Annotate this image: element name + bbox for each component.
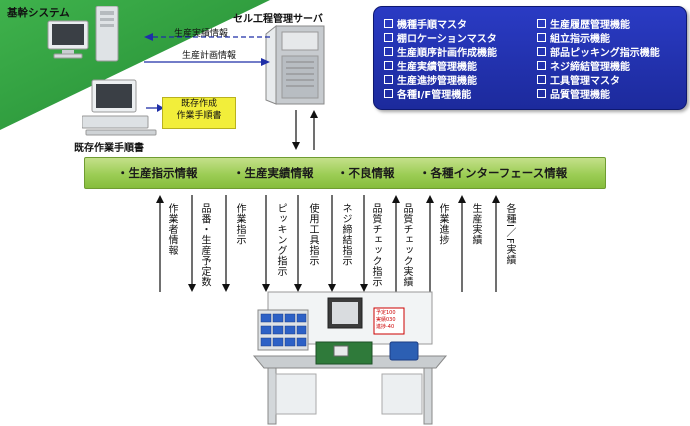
checkbox-icon (384, 19, 393, 28)
arrow-up-icon (426, 195, 434, 203)
core-system-label: 基幹システム (7, 7, 70, 19)
cell-server-label: セル工程管理サーバ (233, 14, 323, 25)
arrow-down-icon (294, 284, 302, 292)
checkbox-icon (537, 61, 546, 70)
function-item: 部品ピッキング指示機能 (537, 44, 660, 59)
checkbox-icon (537, 89, 546, 98)
legacy-manual-line1: 既存作成 (180, 99, 217, 109)
vertical-label: ネジ締結指示 (340, 203, 351, 266)
function-item: 組立指示機能 (537, 30, 610, 45)
checkbox-icon (384, 89, 393, 98)
server-icon (265, 24, 325, 105)
arrow-up-icon (458, 195, 466, 203)
function-item: 各種I/F管理機能 (384, 86, 471, 101)
checkbox-icon (384, 61, 393, 70)
server-core-arrows (144, 33, 270, 66)
info-bar-item: ・生産指示情報 (117, 166, 198, 180)
function-item: 生産実績管理機能 (384, 58, 477, 73)
function-list-box: 機種手順マスタ 棚ロケーションマスタ 生産順序計画作成機能 生産実績管理機能 生… (373, 6, 687, 110)
vertical-label: 生産実績 (470, 203, 481, 245)
actual-results-flow-label: 生産実績情報 (174, 29, 229, 39)
progress-display-line: 実績030 (376, 317, 396, 323)
function-item: 生産進捗管理機能 (384, 72, 477, 87)
vertical-label: ピッキング指示 (275, 203, 286, 277)
workstation-illustration (252, 291, 448, 425)
arrow-up-icon (156, 195, 164, 203)
info-bar-item: ・不良情報 (337, 166, 395, 180)
vertical-label: 作業者情報 (166, 203, 177, 256)
info-bar-item: ・各種インターフェース情報 (419, 166, 568, 180)
info-bar-item: ・生産実績情報 (233, 166, 314, 180)
checkbox-icon (537, 19, 546, 28)
arrow-up-icon (492, 195, 500, 203)
server-bar-arrows (292, 110, 318, 150)
vertical-label: 使用工具指示 (307, 203, 318, 266)
progress-display-line: 予定100 (376, 310, 396, 316)
core-system-computer-icon (47, 6, 119, 62)
checkbox-icon (537, 47, 546, 56)
vertical-label: 品質チェック指示 (370, 203, 381, 287)
checkbox-icon (537, 33, 546, 42)
vertical-label: 作業進捗 (437, 203, 448, 245)
function-item: 品質管理機能 (537, 86, 610, 101)
arrow-up-icon (392, 195, 400, 203)
arrow-down-icon (328, 284, 336, 292)
function-item: 生産履歴管理機能 (537, 16, 630, 31)
checkbox-icon (537, 75, 546, 84)
function-item: 生産順序計画作成機能 (384, 44, 497, 59)
arrow-down-icon (222, 284, 230, 292)
vertical-label: 作業指示 (234, 203, 245, 245)
work-manual-label: 既存作業手順書 (74, 143, 144, 154)
production-plan-flow-label: 生産計画情報 (182, 51, 237, 61)
vertical-label: 品番・生産予定数 (199, 203, 210, 287)
vertical-label: 品質チェック実績 (401, 203, 412, 287)
arrow-down-icon (188, 284, 196, 292)
checkbox-icon (384, 75, 393, 84)
function-item: ネジ締結管理機能 (537, 58, 630, 73)
legacy-manual-box: 既存作成 作業手順書 (162, 97, 236, 129)
function-item: 棚ロケーションマスタ (384, 30, 497, 45)
arrow-down-icon (262, 284, 270, 292)
arrow-down-icon (360, 284, 368, 292)
function-item: 工具管理マスタ (537, 72, 620, 87)
info-bar: ・生産指示情報 ・生産実績情報 ・不良情報 ・各種インターフェース情報 (84, 157, 606, 189)
manual-pc-icon (82, 79, 157, 136)
function-item: 機種手順マスタ (384, 16, 467, 31)
vertical-label: 各種I／F実績 (504, 203, 515, 266)
progress-display: 予定100 実績030 進捗-40 (376, 310, 396, 331)
checkbox-icon (384, 33, 393, 42)
manual-link-arrow (146, 104, 164, 112)
progress-display-line: 進捗-40 (376, 324, 395, 330)
checkbox-icon (384, 47, 393, 56)
legacy-manual-line2: 作業手順書 (176, 111, 222, 121)
